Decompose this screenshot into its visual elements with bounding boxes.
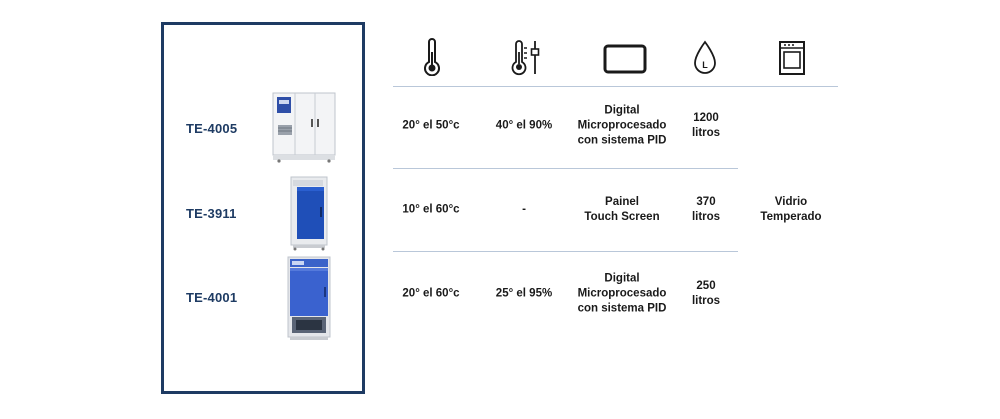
capacity-cell: 370 litros xyxy=(691,196,721,223)
product-image-te-4005 xyxy=(272,92,336,163)
humidity-cell: 25° el 95% xyxy=(495,287,553,300)
controller-cell: Digital Microprocesado con sistema PID xyxy=(577,104,667,147)
thermometer-icon xyxy=(423,38,441,76)
model-code-te-4001: TE-4001 xyxy=(186,290,238,305)
model-code-te-4005: TE-4005 xyxy=(186,121,238,136)
temperature-cell: 20° el 60°c xyxy=(402,287,460,300)
oven-door-icon xyxy=(778,40,806,76)
humidity-cell: 40° el 90% xyxy=(495,119,553,132)
capacity-cell: 250 litros xyxy=(691,280,721,307)
door-cell: Vidrio Temperado xyxy=(760,196,822,223)
product-image-te-4001 xyxy=(287,256,331,340)
svg-text:L: L xyxy=(702,60,708,70)
thermo-slider-icon xyxy=(511,38,543,76)
row-divider xyxy=(393,251,738,252)
humidity-cell: - xyxy=(522,203,526,216)
water-drop-liter-icon: L xyxy=(692,40,718,76)
controller-cell: Digital Microprocesado con sistema PID xyxy=(577,272,667,315)
display-screen-icon xyxy=(603,44,647,74)
model-panel: TE-4005 TE-3911 TE-4001 xyxy=(161,22,365,394)
temperature-cell: 20° el 50°c xyxy=(402,119,460,132)
model-code-te-3911: TE-3911 xyxy=(186,206,237,221)
controller-cell: Painel Touch Screen xyxy=(584,196,660,223)
temperature-cell: 10° el 60°c xyxy=(402,203,460,216)
header-divider xyxy=(393,86,838,87)
product-image-te-3911 xyxy=(290,176,328,251)
capacity-cell: 1200 litros xyxy=(691,112,721,139)
row-divider xyxy=(393,168,738,169)
